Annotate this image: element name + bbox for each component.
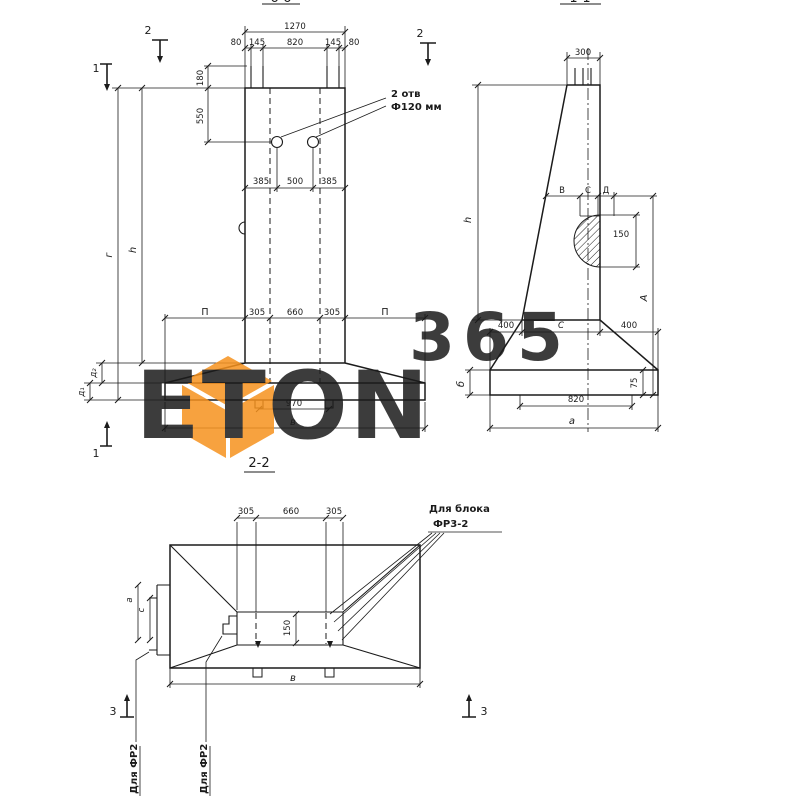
dim-d1-label: д₁ xyxy=(77,387,87,397)
dim-h-front-label: h xyxy=(128,247,139,253)
dim-400-right-label: 400 xyxy=(621,321,637,331)
dim-550-label: 550 xyxy=(196,108,206,124)
dim-h-side-label: h xyxy=(463,217,474,223)
marker3-left-label: 3 xyxy=(110,705,117,718)
watermark-brand-text: ETON xyxy=(136,352,431,461)
cube-right-face xyxy=(230,385,274,458)
dim-145-right-label: 145 xyxy=(325,38,341,48)
dim-305-right-label: 305 xyxy=(324,308,340,318)
dim-660-label: 660 xyxy=(287,308,303,318)
sec-dim-c-label: с xyxy=(137,607,147,612)
dim-75-label: 75 xyxy=(630,378,640,389)
front-hole-left xyxy=(270,135,284,149)
holes-note-line2: Ф120 мм xyxy=(391,102,442,113)
side-title: 1-1 xyxy=(569,0,590,6)
label-fr2-left: Для ФР2 xyxy=(129,744,140,794)
section-dimension-ticks xyxy=(134,514,424,688)
dim-v-front-label: в xyxy=(290,417,296,428)
front-hole-leaders xyxy=(280,97,387,138)
front-marker1-top-arrowhead xyxy=(104,84,110,91)
dim-80-right-label: 80 xyxy=(349,38,360,48)
watermark-number-text: 365 xyxy=(409,299,571,376)
front-marker1-bottom-arrowhead xyxy=(104,421,110,428)
sec-dim-305-right-label: 305 xyxy=(326,507,342,517)
section-marker3-left-arrowhead xyxy=(124,694,130,701)
front-title: б-б xyxy=(271,0,292,6)
sec-dim-660-label: 660 xyxy=(283,507,299,517)
front-hidden-channel-lines xyxy=(269,88,321,383)
dim-820-label: 820 xyxy=(287,38,303,48)
front-hole-right xyxy=(306,135,320,149)
section-marker3-lines xyxy=(120,701,476,718)
front-section-marker-lines xyxy=(100,39,436,447)
section-title: 2-2 xyxy=(248,456,269,471)
section-anchor-mark-right xyxy=(327,641,333,648)
front-marker2-left-label: 2 xyxy=(145,24,152,37)
dim-A-label: А xyxy=(639,294,650,302)
dim-D-label: Д xyxy=(603,186,610,196)
dim-P-left-label: П xyxy=(201,307,208,318)
watermark: ETON 365 xyxy=(136,299,571,461)
section-anchor-mark-left xyxy=(255,641,261,648)
section-marker3-right-arrowhead xyxy=(466,694,472,701)
sec-dim-305-left-label: 305 xyxy=(238,507,254,517)
sec-dim-v-label: в xyxy=(290,673,296,684)
dim-P-right-label: П xyxy=(381,307,388,318)
dim-305-left-label: 305 xyxy=(249,308,265,318)
block-note-line2: ФР3-2 xyxy=(433,519,468,530)
front-marker2-left-arrowhead xyxy=(157,56,163,63)
section-inner-shape xyxy=(169,544,421,669)
dim-385-right-label: 385 xyxy=(321,177,337,187)
side-console-detail-lines xyxy=(579,192,615,217)
section-outer-rect xyxy=(169,544,421,669)
dim-80-left-label: 80 xyxy=(231,38,242,48)
section-leader-lines xyxy=(135,531,502,796)
dim-1270-label: 1270 xyxy=(284,22,306,32)
holes-note-line1: 2 отв xyxy=(391,89,420,100)
dim-145-left-label: 145 xyxy=(249,38,265,48)
dim-300-label: 300 xyxy=(575,48,591,58)
cube-left-face xyxy=(182,385,226,458)
side-console-hatched xyxy=(573,214,601,268)
front-view: б-б 2 2 1 1 1270 80 145 820 145 80 2 отв… xyxy=(77,0,442,460)
side-dimension-ticks xyxy=(466,54,662,432)
dim-400-left-label: 400 xyxy=(498,321,514,331)
dim-820-label: 820 xyxy=(568,395,584,405)
section-dimension-lines xyxy=(137,517,421,688)
section-left-step-feature xyxy=(149,584,170,656)
dim-g-label: г xyxy=(104,252,115,258)
side-view: 1-1 300 h В С Д 150 400 С 400 А б 75 820… xyxy=(455,0,662,432)
dim-180-label: 180 xyxy=(196,70,206,86)
dim-B-label: В xyxy=(559,186,565,196)
section-anchor-tabs xyxy=(252,668,335,678)
dim-d2-label: д₂ xyxy=(89,368,99,379)
section-view: 2-2 305 660 305 Для блока ФР3-2 150 а с … xyxy=(110,456,502,796)
sec-dim-a-label: а xyxy=(125,597,135,602)
watermark-cube-logo xyxy=(182,356,274,458)
dim-150-side-label: 150 xyxy=(613,230,629,240)
section-hidden-lines xyxy=(255,613,327,644)
dim-C-base-label: С xyxy=(558,321,564,331)
sec-dim-150-label: 150 xyxy=(283,620,293,636)
front-marker2-right-label: 2 xyxy=(417,27,424,40)
dim-500-label: 500 xyxy=(287,177,303,187)
dim-970-label: 970 xyxy=(286,399,302,409)
front-marker1-bottom-label: 1 xyxy=(93,447,100,460)
dim-a-side-label: а xyxy=(569,416,575,427)
dim-C-top-label: С xyxy=(585,186,591,196)
label-fr2-right: Для ФР2 xyxy=(199,744,210,794)
front-dowels-hook-tabs xyxy=(238,66,340,409)
front-dimension-lines xyxy=(84,26,426,432)
dim-385-left-label: 385 xyxy=(253,177,269,187)
dim-b-label: б xyxy=(455,381,467,387)
front-marker2-right-arrowhead xyxy=(425,59,431,66)
block-note-line1: Для блока xyxy=(429,503,490,515)
marker3-right-label: 3 xyxy=(481,705,488,718)
side-dowels xyxy=(574,68,592,85)
cube-top-face xyxy=(184,356,272,406)
front-marker1-top-label: 1 xyxy=(93,62,100,75)
